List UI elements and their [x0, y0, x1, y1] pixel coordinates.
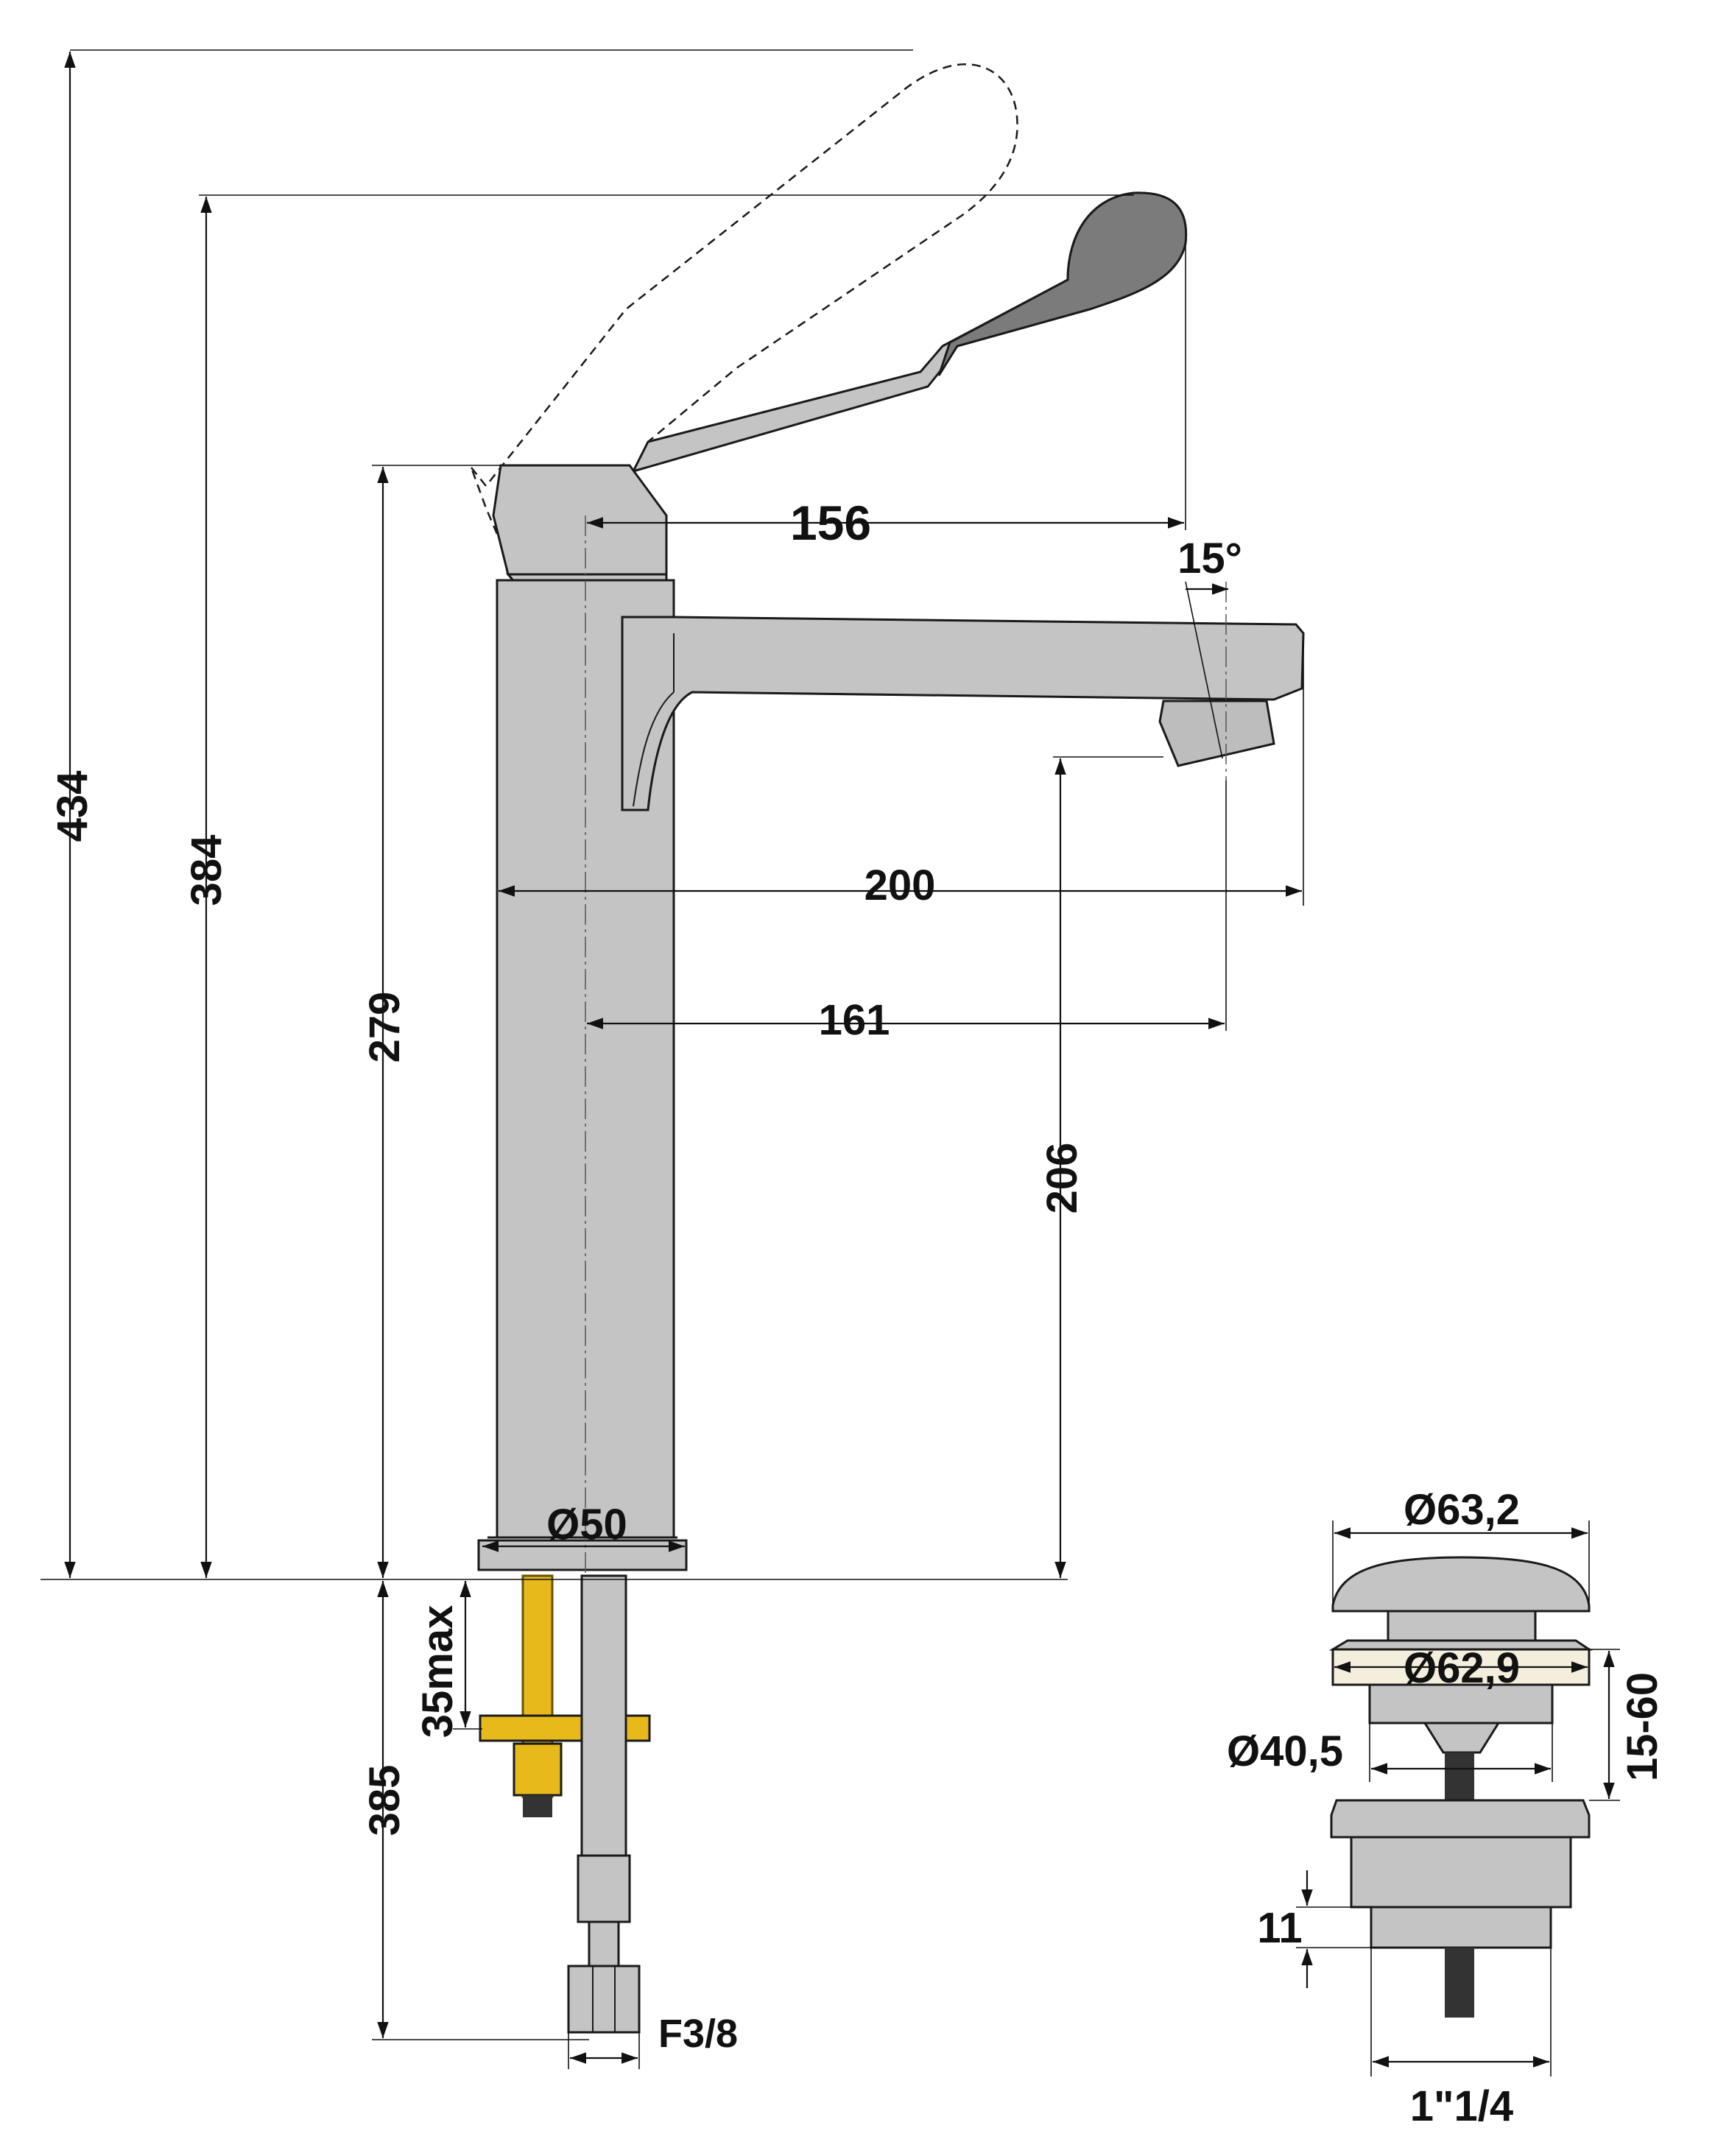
dim-waste-inner-diameter: Ø40,5 [1227, 1727, 1343, 1775]
waste-rod-lower [1445, 1948, 1474, 2018]
faucet-assembly [470, 63, 1305, 2034]
dim-waste-thread: 1"1/4 [1410, 2082, 1513, 2130]
waste-assembly [1328, 1556, 1593, 2018]
dim-hose-length: 385 [361, 1765, 409, 1836]
dim-spout-reach-overall: 200 [864, 862, 936, 909]
dim-spout-clearance: 206 [1038, 1143, 1086, 1214]
faucet-dimensions: 434 384 279 156 15° 200 161 206 Ø50 35ma… [41, 49, 1304, 2069]
dim-spout-reach-center: 161 [819, 996, 890, 1044]
dim-waste-cap-diameter: Ø63,2 [1404, 1486, 1520, 1534]
hose-crimp [577, 1854, 631, 1923]
dim-body-height: 279 [361, 992, 409, 1063]
flexible-hose [580, 1574, 627, 1857]
dim-waste-body-height: 11 [1257, 1904, 1302, 1952]
waste-stem [1387, 1610, 1537, 1642]
handle-paddle [937, 191, 1188, 376]
dim-hose-connection: F3/8 [658, 2012, 738, 2056]
waste-cap [1331, 1556, 1591, 1613]
waste-tube-lower [1370, 1906, 1552, 1949]
waste-tube [1350, 1836, 1572, 1909]
waste-lower-flange [1330, 1799, 1591, 1839]
dim-waste-basin-thickness: 15-60 [1619, 1672, 1666, 1781]
dim-handle-reach: 156 [790, 496, 871, 550]
cartridge-cap [492, 464, 668, 576]
hose-hex-nut [567, 1965, 641, 2034]
waste-dimensions: Ø63,2 Ø62,9 Ø40,5 15-60 11 1"1/4 [1227, 1486, 1666, 2130]
dim-waste-flange-diameter: Ø62,9 [1404, 1644, 1520, 1692]
mounting-nut [513, 1742, 563, 1797]
spout [621, 616, 1305, 811]
hose-neck [588, 1920, 620, 1967]
dim-max-counter-thickness: 35max [414, 1605, 462, 1738]
stud-tip [523, 1795, 552, 1817]
dim-total-height: 434 [49, 771, 96, 842]
dim-handle-height: 384 [183, 835, 230, 906]
spout-inner-edge [633, 633, 675, 807]
dim-handle-angle: 15° [1177, 535, 1242, 582]
dim-base-diameter: Ø50 [546, 1501, 627, 1549]
waste-valve-cone [1423, 1722, 1501, 1754]
